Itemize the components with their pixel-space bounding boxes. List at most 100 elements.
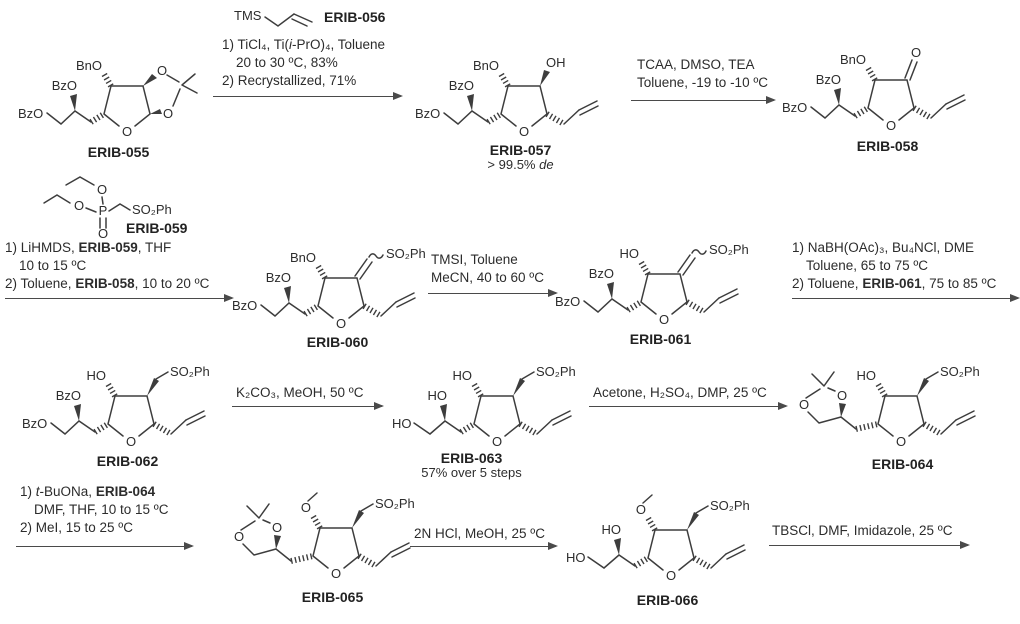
erib-058-label-obz-terminal: BzO bbox=[782, 100, 807, 115]
conditions-step7-line1: Acetone, H₂SO₄, DMP, 25 ºC bbox=[593, 385, 767, 400]
compound-name-erib-058: ERIB-058 bbox=[856, 138, 919, 154]
erib-064-skeleton: O O HO SO₂Ph O bbox=[799, 364, 980, 449]
erib-062-skeleton: BzO BzO HO SO₂Ph O bbox=[22, 364, 210, 449]
reaction-arrow-step7 bbox=[589, 402, 788, 411]
erib-064-label-so2ph: SO₂Ph bbox=[940, 364, 980, 379]
compound-name-erib-065: ERIB-065 bbox=[301, 589, 364, 605]
conditions-step7: Acetone, H₂SO₄, DMP, 25 ºC bbox=[593, 384, 767, 402]
erib-064-label-oh: HO bbox=[857, 368, 877, 383]
erib-060-bonds bbox=[260, 253, 416, 319]
erib-058-bonds bbox=[810, 59, 966, 121]
conditions-step8-line1: 1) t-BuONa, ERIB-064 bbox=[20, 483, 168, 501]
compound-name-erib-061: ERIB-061 bbox=[629, 331, 692, 347]
erib-064-bonds bbox=[805, 371, 976, 437]
conditions-step4-line2: MeCN, 40 to 60 ºC bbox=[431, 270, 544, 285]
erib-059-label-p: P bbox=[99, 203, 108, 218]
compound-note-erib-063: 57% over 5 steps bbox=[421, 465, 522, 480]
erib-060-label-obz-terminal: BzO bbox=[232, 298, 257, 313]
erib-066-label-ho-terminal: HO bbox=[566, 550, 586, 565]
conditions-step1: 1) TiCl₄, Ti(i-PrO)₄, Toluene 20 to 30 º… bbox=[222, 36, 385, 90]
erib-061-skeleton: BzO BzO HO SO₂Ph O bbox=[555, 242, 749, 327]
step3-line3-compound-ref: ERIB-058 bbox=[75, 276, 135, 291]
conditions-step10: TBSCl, DMF, Imidazole, 25 ºC bbox=[772, 522, 952, 540]
conditions-step2: TCAA, DMSO, TEA Toluene, -19 to -10 ºC bbox=[637, 56, 768, 92]
erib-058-skeleton: BzO BzO BnO O O bbox=[782, 45, 966, 133]
erib-062-label-obz-terminal: BzO bbox=[22, 416, 47, 431]
reaction-arrow-step5 bbox=[792, 294, 1020, 303]
erib-063-label-so2ph: SO₂Ph bbox=[536, 364, 576, 379]
conditions-step3-line2: 10 to 15 ºC bbox=[19, 258, 87, 273]
step3-line1-text: 1) LiHMDS, bbox=[5, 240, 79, 255]
erib-055-skeleton: BzO BzO BnO O O O bbox=[18, 58, 198, 139]
erib-066-label-ho-mid: HO bbox=[602, 522, 622, 537]
reaction-arrow-step8 bbox=[16, 542, 194, 551]
erib-064-label-ring-o: O bbox=[896, 434, 906, 449]
structure-erib-059: O O P O SO₂Ph ERIB-059 bbox=[30, 174, 220, 242]
erib-060-label-so2ph: SO₂Ph bbox=[386, 246, 426, 261]
structure-erib-063: HO HO HO SO₂Ph O ERIB-063 57% over 5 ste… bbox=[386, 360, 601, 482]
erib-063-bonds bbox=[413, 371, 572, 437]
step3-line3-text2: , 10 to 20 ºC bbox=[134, 276, 210, 291]
conditions-step2-line2: Toluene, -19 to -10 ºC bbox=[637, 75, 769, 90]
structure-erib-061: BzO BzO HO SO₂Ph O ERIB-061 bbox=[553, 238, 768, 348]
erib-058-label-ketone-o: O bbox=[911, 45, 921, 60]
conditions-step5: 1) NaBH(OAc)₃, Bu₄NCl, DME Toluene, 65 t… bbox=[792, 239, 996, 293]
conditions-step2-line1: TCAA, DMSO, TEA bbox=[637, 57, 755, 72]
erib-055-label-ring-o: O bbox=[122, 124, 132, 139]
erib-065-label-ome-o: O bbox=[301, 500, 311, 515]
conditions-step3-line3: 2) Toluene, ERIB-058, 10 to 20 ºC bbox=[5, 275, 209, 293]
erib-059-label-o-left: O bbox=[74, 198, 84, 213]
conditions-step5-line3: 2) Toluene, ERIB-061, 75 to 85 ºC bbox=[792, 275, 996, 293]
erib-060-label-ring-o: O bbox=[336, 316, 346, 331]
step5-line3-compound-ref: ERIB-061 bbox=[862, 276, 922, 291]
erib-057-label-obn: BnO bbox=[473, 58, 499, 73]
erib-055-label-obz-mid: BzO bbox=[52, 78, 77, 93]
conditions-step6-line1: K₂CO₃, MeOH, 50 ºC bbox=[236, 385, 364, 400]
compound-name-erib-064: ERIB-064 bbox=[871, 456, 934, 472]
conditions-step9: 2N HCl, MeOH, 25 ºC bbox=[414, 525, 545, 543]
erib-055-label-acetonide-o-top: O bbox=[157, 63, 167, 78]
step1-line1-italic: i bbox=[289, 37, 293, 52]
structure-erib-064: O O HO SO₂Ph O ERIB-064 bbox=[790, 360, 1015, 475]
step8-line1-italic: t bbox=[35, 484, 40, 499]
conditions-step4-line1: TMSI, Toluene bbox=[431, 252, 518, 267]
erib-062-label-so2ph: SO₂Ph bbox=[170, 364, 210, 379]
conditions-step5-line2: Toluene, 65 to 75 ºC bbox=[806, 258, 929, 273]
step8-line1-compound-ref: ERIB-064 bbox=[95, 484, 156, 499]
compound-name-erib-056: ERIB-056 bbox=[324, 9, 386, 25]
reaction-arrow-step9 bbox=[410, 542, 558, 551]
erib-056-bonds bbox=[264, 13, 313, 27]
erib-063-label-ho-terminal: HO bbox=[392, 416, 412, 431]
erib-059-label-so2ph: SO₂Ph bbox=[132, 202, 172, 217]
reaction-arrow-step1 bbox=[213, 92, 403, 101]
structure-erib-062: BzO BzO HO SO₂Ph O ERIB-062 bbox=[20, 360, 235, 470]
erib-059-bonds bbox=[43, 176, 131, 229]
erib-055-label-obn: BnO bbox=[76, 58, 102, 73]
erib-058-label-obn: BnO bbox=[840, 52, 866, 67]
erib-057-label-oh: OH bbox=[546, 55, 566, 70]
conditions-step1-line2: 20 to 30 ºC, 83% bbox=[236, 55, 338, 70]
erib-063-label-ho-ring: HO bbox=[453, 368, 473, 383]
erib-061-label-obz-mid: BzO bbox=[589, 266, 614, 281]
erib-055-label-obz-terminal: BzO bbox=[18, 106, 43, 121]
conditions-step8: 1) t-BuONa, ERIB-064 DMF, THF, 10 to 15 … bbox=[20, 483, 168, 537]
conditions-step3: 1) LiHMDS, ERIB-059, THF 10 to 15 ºC 2) … bbox=[5, 239, 209, 293]
erib-059-label-o-double: O bbox=[98, 226, 108, 241]
conditions-step4: TMSI, Toluene MeCN, 40 to 60 ºC bbox=[431, 251, 544, 287]
compound-name-erib-059: ERIB-059 bbox=[126, 220, 188, 236]
erib-055-bonds bbox=[46, 72, 198, 127]
erib-058-label-ring-o: O bbox=[886, 118, 896, 133]
erib-066-label-ring-o: O bbox=[666, 568, 676, 583]
erib-062-label-ring-o: O bbox=[126, 434, 136, 449]
step1-line1-text2: -PrO)₄, Toluene bbox=[292, 37, 386, 52]
erib-059-label-o-top: O bbox=[97, 182, 107, 197]
reaction-arrow-step10 bbox=[769, 541, 970, 550]
conditions-step3-line1: 1) LiHMDS, ERIB-059, THF bbox=[5, 239, 209, 257]
compound-name-erib-063: ERIB-063 bbox=[440, 450, 503, 466]
structure-erib-057: BzO BzO BnO OH O ERIB-057 > 99.5% de bbox=[413, 50, 628, 172]
erib-061-bonds bbox=[583, 249, 739, 315]
erib-061-label-oh: HO bbox=[620, 246, 640, 261]
erib-065-label-dioxolane-o-left: O bbox=[234, 529, 244, 544]
erib-060-label-obn: BnO bbox=[290, 250, 316, 265]
